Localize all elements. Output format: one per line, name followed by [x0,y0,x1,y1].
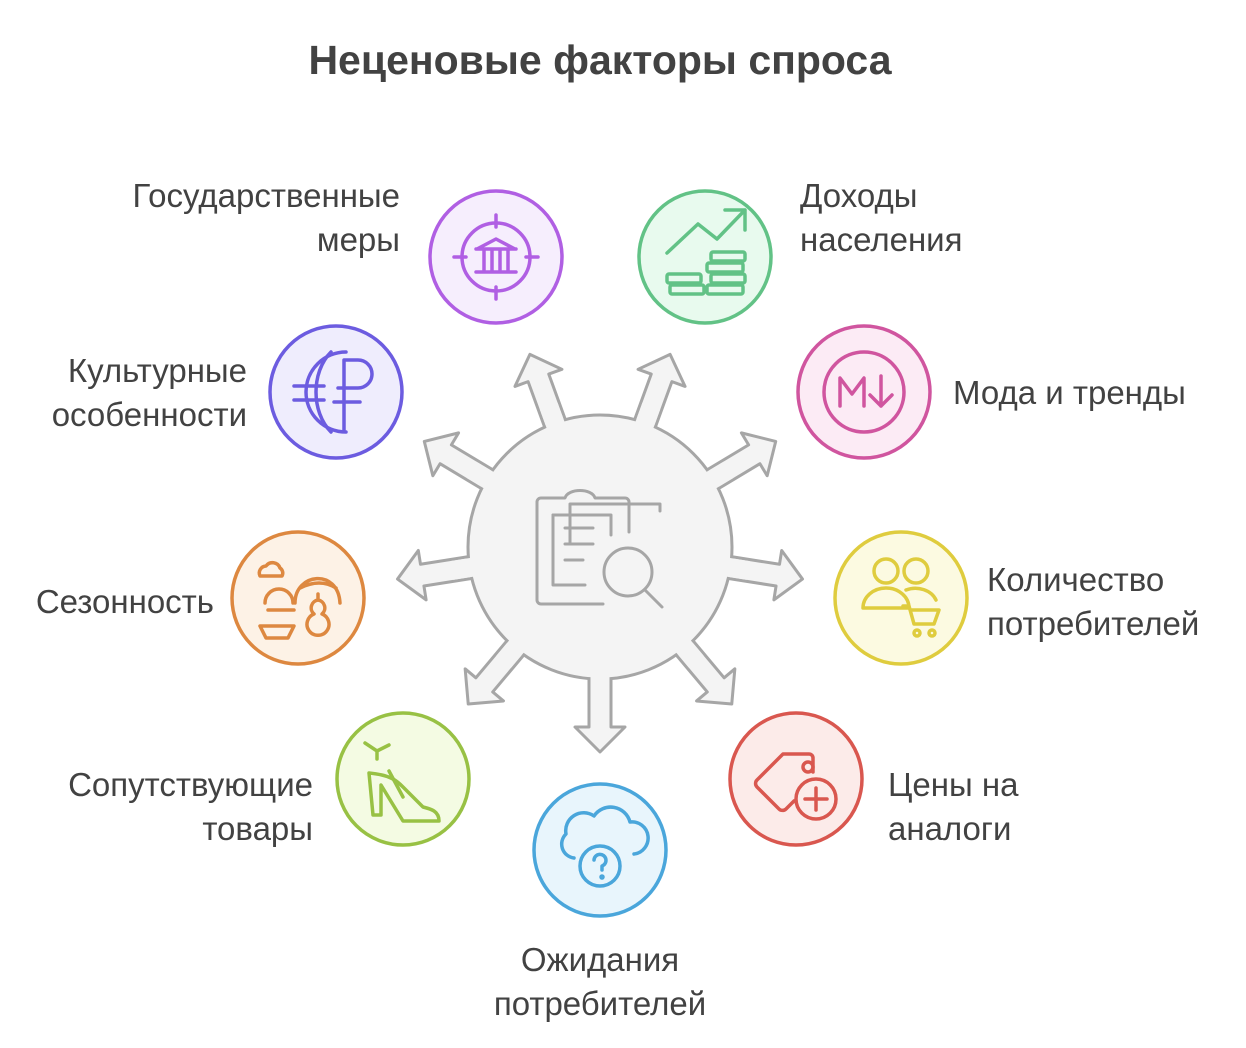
node-circle [335,711,471,847]
arrow-joins [450,402,750,697]
node-circle [833,530,969,666]
node-circle [728,711,864,847]
arrow-join [669,632,704,669]
arrow-join [466,461,503,494]
diagram-title: Неценовые факторы спроса [308,37,892,83]
growth-coins-icon [665,208,747,296]
node-circle [230,530,366,666]
factor-label: Сезонность [36,583,214,620]
bank-target-icon [452,213,540,301]
node-circle [637,189,773,325]
markdown-down-icon [822,350,906,434]
node-circle [428,189,564,325]
factor-fashion-trends: Мода и тренды [796,324,1186,460]
cloud-question-icon [559,805,650,888]
arrow-join [632,402,661,438]
high-heel-icon [363,741,441,823]
harvest-icon [257,561,342,640]
node-circle [268,324,404,460]
hub-circle [466,413,734,681]
arrow-join [450,556,483,580]
arrow-join [590,667,610,697]
people-cart-icon [861,557,941,638]
price-tag-plus-icon [753,752,838,821]
arrow-join [717,556,750,580]
arrow-join [496,632,531,669]
arrow-join [697,461,734,494]
arrow-join [539,402,568,438]
clipboard-search-icon [535,489,664,609]
globe-ruble-icon [292,350,374,434]
factor-label: Мода и тренды [953,374,1186,411]
hub [396,352,804,754]
factor-seasonality: Сезонность [36,530,366,666]
node-circle [532,782,668,918]
